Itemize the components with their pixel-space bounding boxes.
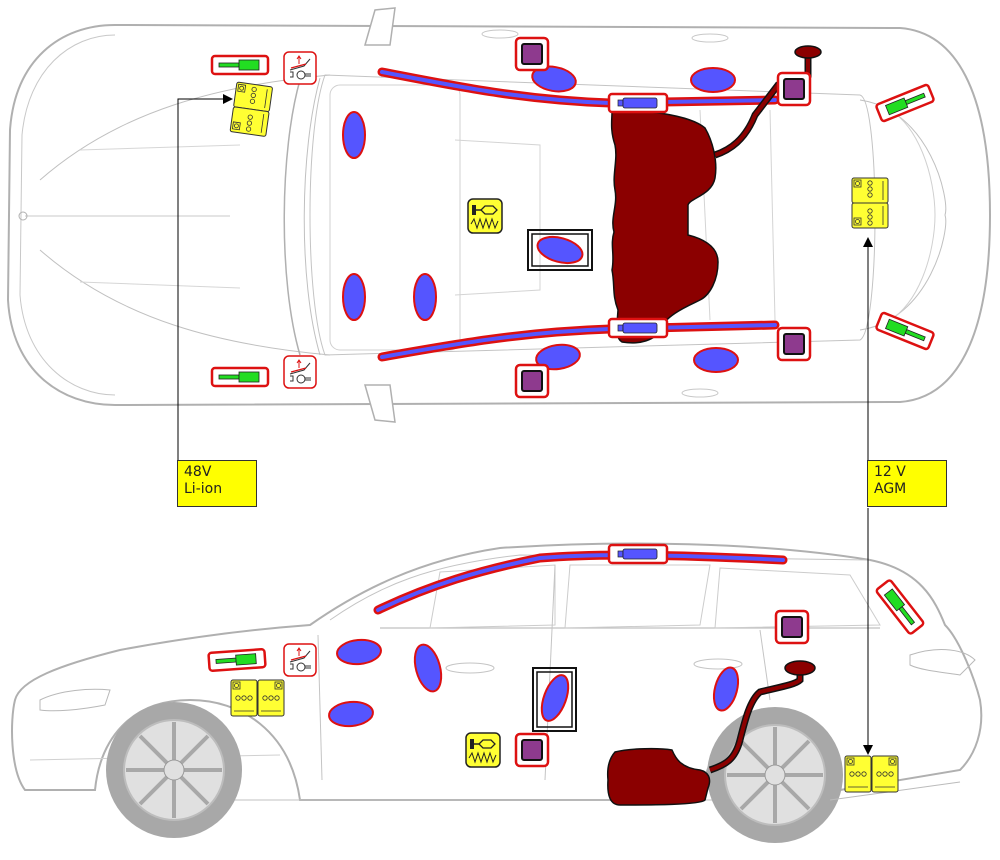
control-unit-side-rear (774, 609, 810, 645)
gas-strut-side-hood (207, 647, 267, 673)
airbag-top-front-side-left (531, 65, 577, 93)
gas-strut-top-hood-left (210, 54, 270, 76)
gas-inflator-top-right (607, 317, 669, 339)
fuel-filler-cap-top (794, 45, 822, 59)
callout-48v-li-ion: 48V Li-ion (177, 460, 257, 507)
gas-strut-top-hood-right (210, 366, 270, 388)
airbag-top-dash-driver-knee (342, 111, 366, 159)
top-view (6, 7, 992, 423)
airbag-top-front-side-right (535, 343, 581, 371)
callout-48v-line1: 48V (184, 464, 212, 480)
battery-48v-top (229, 81, 274, 138)
control-unit-side-front (514, 732, 550, 768)
control-unit-top-1 (514, 36, 550, 72)
control-unit-top-2 (776, 71, 812, 107)
front-wheel (106, 702, 242, 838)
callout-12v-line2: AGM (874, 481, 907, 497)
rear-wheel (707, 707, 843, 843)
active-bonnet-icon-top-right (283, 355, 317, 389)
airbag-side-front-seat (540, 674, 570, 722)
airbag-top-rear-side-left (690, 67, 736, 93)
deactivatable-airbag-frame-side (532, 667, 577, 732)
callout-12v-line1: 12 V (874, 464, 906, 480)
side-view-car-body (11, 542, 983, 801)
airbag-side-rear-seat (712, 666, 740, 712)
fuel-tank-side (606, 747, 711, 806)
seat-adjust-icon-top (467, 198, 503, 234)
airbag-side-knee (328, 700, 374, 728)
callout-48v-line2: Li-ion (184, 481, 223, 497)
airbag-top-dash-passenger (342, 273, 366, 321)
airbag-side-steering (413, 643, 443, 693)
callout-line-48v (177, 94, 233, 460)
seat-adjust-icon-side (465, 732, 501, 768)
fuel-filler-cap-side (784, 660, 816, 676)
airbag-top-rear-side-right (693, 347, 739, 373)
battery-12v-side (844, 755, 899, 793)
airbag-side-driver-head (336, 638, 382, 666)
gas-inflator-top-left (607, 92, 669, 114)
deactivatable-airbag-frame-top (527, 229, 593, 271)
side-view (11, 542, 983, 843)
callout-12v-agm: 12 V AGM (867, 460, 947, 507)
airbag-top-steering (413, 273, 437, 321)
control-unit-top-3 (776, 326, 812, 362)
battery-12v-top (851, 177, 889, 229)
gas-inflator-side (607, 543, 669, 565)
active-bonnet-icon-top-left (283, 51, 317, 85)
control-unit-top-4 (514, 363, 550, 399)
active-bonnet-icon-side (283, 643, 317, 677)
airbag-top-center (536, 235, 584, 265)
battery-48v-side (230, 679, 285, 717)
